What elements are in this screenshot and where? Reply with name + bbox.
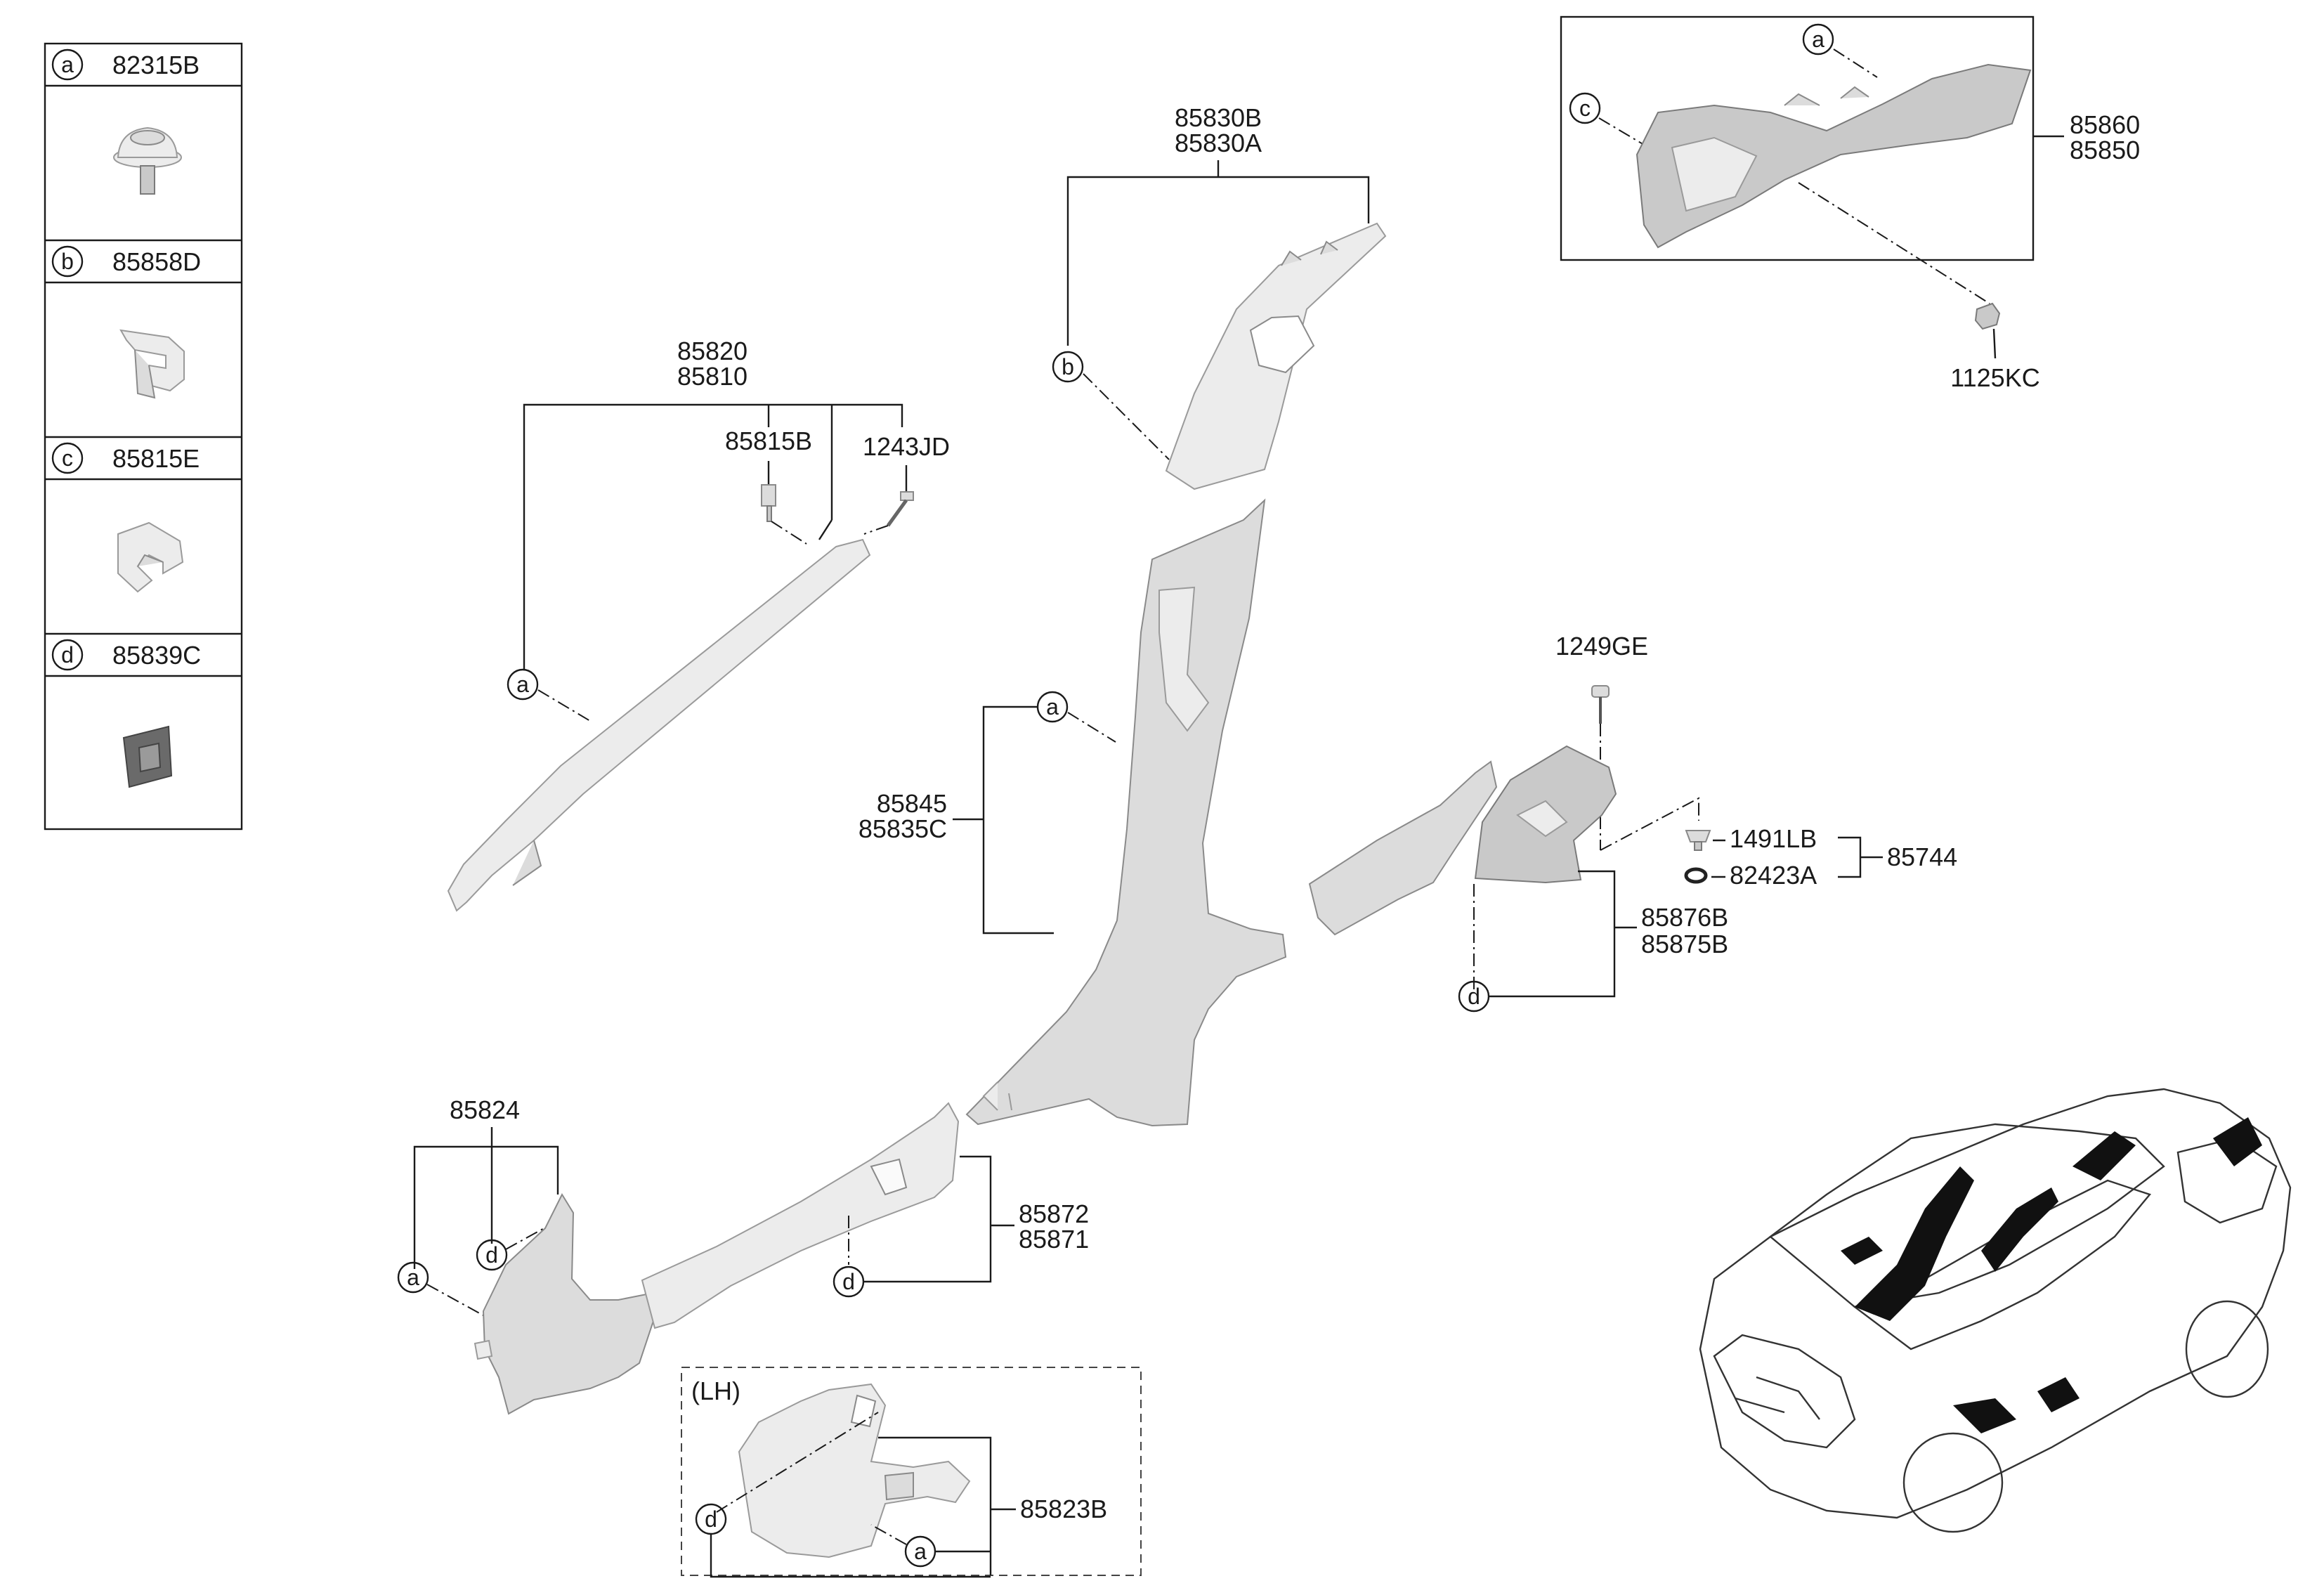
fastener-82315B-icon — [113, 126, 182, 195]
label-1491LB: 1491LB — [1730, 824, 1817, 853]
label-1249GE: 1249GE — [1555, 632, 1648, 660]
callout-d: d — [842, 1269, 855, 1294]
callout-a: a — [516, 672, 529, 697]
legend-letter: b — [61, 249, 74, 274]
legend-part-number: 82315B — [112, 51, 200, 79]
legend-letter: a — [61, 52, 74, 77]
label-85744: 85744 — [1887, 842, 1957, 871]
part-82423A-icon — [1684, 867, 1708, 884]
label-82423A: 82423A — [1730, 861, 1817, 890]
lh-bracket-part — [738, 1383, 971, 1558]
lh-bracket-group: (LH) d a 85823B — [681, 1367, 1142, 1578]
callout-a: a — [407, 1265, 419, 1290]
clip-85839C-icon — [122, 725, 173, 788]
lh-tag: (LH) — [691, 1377, 740, 1405]
legend-row-a: a 82315B — [51, 48, 200, 195]
label-85850: 85850 — [2070, 136, 2140, 164]
a-pillar-trim-group: 85820 85810 85815B 1243JD a — [447, 337, 950, 912]
legend-row-d: d 85839C — [51, 639, 201, 788]
callout-a: a — [1812, 27, 1824, 52]
b-pillar-lower-group: 85845 85835C a — [859, 498, 1287, 1127]
rear-scuff-group: 1249GE 1491LB 82423A 85744 d 85876B 8587… — [1308, 632, 1957, 1013]
callout-d: d — [705, 1506, 717, 1532]
legend-part-number: 85815E — [112, 444, 200, 473]
cowl-side-trim — [482, 1192, 655, 1415]
legend-letter: d — [61, 642, 74, 668]
screw-1249GE-icon — [1591, 685, 1610, 724]
callout-b: b — [1062, 354, 1074, 379]
label-85845: 85845 — [877, 789, 947, 818]
part-1491LB-icon — [1685, 830, 1711, 851]
screw-1243JD-icon — [886, 491, 914, 527]
legend-part-number: 85858D — [112, 247, 201, 276]
legend-row-b: b 85858D — [51, 245, 201, 399]
legend-table: a 82315B b 85858D c 85815E — [44, 42, 243, 831]
callout-d: d — [1468, 984, 1480, 1009]
legend-letter: c — [62, 445, 73, 471]
label-85835C: 85835C — [859, 814, 947, 843]
legend-part-number: 85839C — [112, 641, 201, 670]
label-85860: 85860 — [2070, 110, 2140, 139]
label-85824: 85824 — [450, 1095, 520, 1124]
label-85876B: 85876B — [1641, 903, 1728, 932]
callout-c: c — [1579, 96, 1591, 121]
a-pillar-trim — [447, 538, 871, 912]
label-85830A: 85830A — [1175, 129, 1262, 157]
label-1243JD: 1243JD — [863, 432, 950, 461]
b-pillar-lower-trim — [965, 498, 1287, 1127]
cowl-side-group: 85824 d a — [397, 1095, 655, 1415]
legend-row-c: c 85815E — [51, 442, 200, 593]
clip-85815E-icon — [117, 521, 184, 593]
callout-a: a — [1046, 694, 1059, 720]
rear-quarter-scuff-trim — [1308, 760, 1498, 936]
side-sill-group: d 85872 85871 — [641, 1102, 1089, 1329]
b-pillar-upper-group: 85830B 85830A b — [1052, 103, 1387, 490]
label-85871: 85871 — [1019, 1225, 1089, 1254]
label-85810: 85810 — [677, 362, 748, 391]
label-85820: 85820 — [677, 337, 748, 365]
clip-85815B-icon — [761, 484, 776, 522]
callout-a: a — [914, 1539, 927, 1564]
label-1125KC: 1125KC — [1950, 363, 2039, 392]
label-85875B: 85875B — [1641, 930, 1728, 958]
c-pillar-trim — [1636, 63, 2032, 249]
c-pillar-group: 85860 85850 a c 1125KC — [1560, 15, 2140, 392]
label-85830B: 85830B — [1175, 103, 1262, 132]
side-sill-trim — [641, 1102, 960, 1329]
screw-1125KC-icon — [1974, 302, 2001, 359]
clip-85858D-icon — [119, 329, 185, 399]
label-85823B: 85823B — [1020, 1495, 1107, 1523]
vehicle-locator-illustration — [1699, 1088, 2292, 1533]
label-85872: 85872 — [1019, 1199, 1089, 1228]
callout-d: d — [485, 1242, 498, 1268]
label-85815B: 85815B — [725, 427, 812, 455]
